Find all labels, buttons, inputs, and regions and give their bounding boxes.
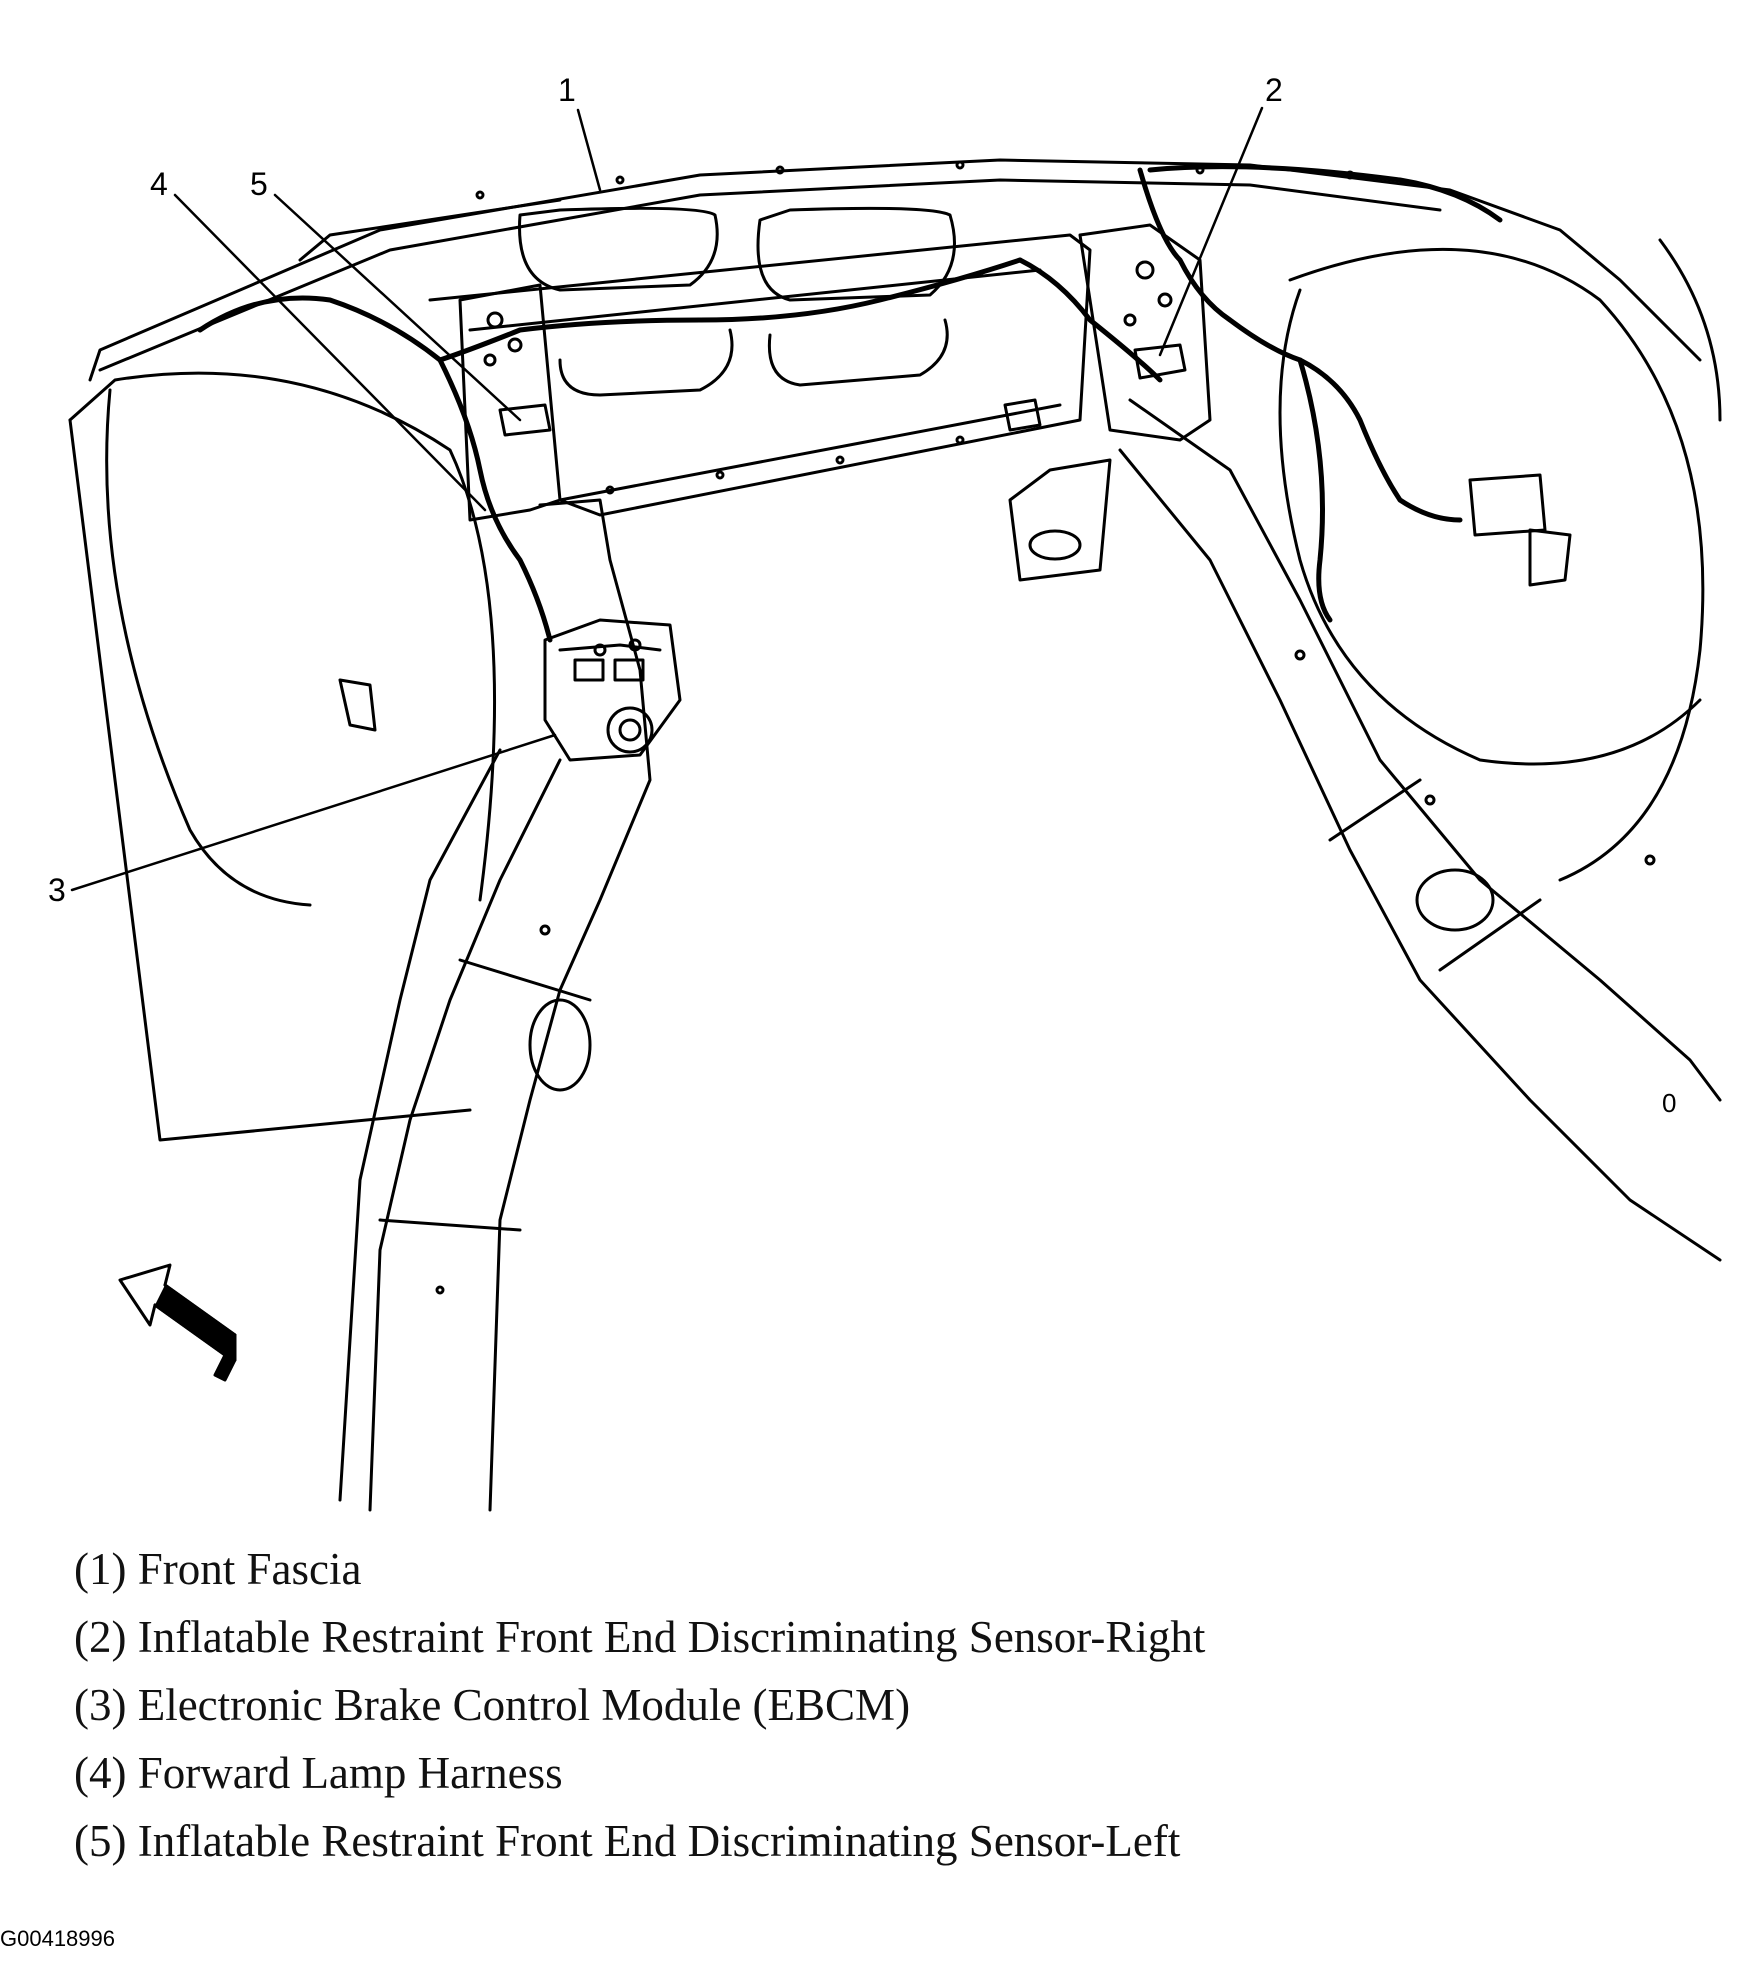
forward-lamp-harness xyxy=(197,164,1503,643)
legend: (1) Front Fascia (2) Inflatable Restrain… xyxy=(74,1535,1674,1875)
figure-id: G00418996 xyxy=(0,1926,115,1951)
front-fascia xyxy=(88,158,1702,382)
callout-3: 3 xyxy=(48,872,66,908)
callout-5: 5 xyxy=(250,166,268,202)
leader-line-1 xyxy=(576,108,602,192)
ebcm-module xyxy=(543,618,682,762)
leader-line-2 xyxy=(1158,106,1264,357)
left-discriminating-sensor xyxy=(498,403,552,437)
right-wheel xyxy=(1278,238,1722,882)
right-bracket xyxy=(1008,223,1212,582)
leader-line-4 xyxy=(173,193,487,512)
connector xyxy=(1003,398,1547,537)
left-frame-rail xyxy=(338,498,652,1512)
legend-item-2: (2) Inflatable Restraint Front End Discr… xyxy=(74,1612,1206,1662)
left-bracket xyxy=(458,283,562,522)
leader-line-5 xyxy=(273,193,522,422)
left-wheel-panel xyxy=(68,371,497,1142)
callout-1: 1 xyxy=(558,72,576,108)
right-frame-rail xyxy=(1118,398,1722,1262)
legend-item-1: (1) Front Fascia xyxy=(74,1544,362,1594)
legend-item-4: (4) Forward Lamp Harness xyxy=(74,1748,563,1798)
leader-line-3 xyxy=(70,733,557,892)
front-end-line-drawing: 0 xyxy=(68,106,1722,1512)
callout-2: 2 xyxy=(1265,72,1283,108)
legend-item-5: (5) Inflatable Restraint Front End Discr… xyxy=(74,1816,1181,1866)
frame-mark: 0 xyxy=(1662,1088,1676,1118)
front-direction-arrow-icon xyxy=(118,1263,237,1382)
radiator-support xyxy=(428,233,1092,517)
leader-lines xyxy=(70,106,1264,892)
callout-4: 4 xyxy=(150,166,168,202)
legend-item-3: (3) Electronic Brake Control Module (EBC… xyxy=(74,1680,911,1730)
right-discriminating-sensor xyxy=(1133,343,1187,380)
